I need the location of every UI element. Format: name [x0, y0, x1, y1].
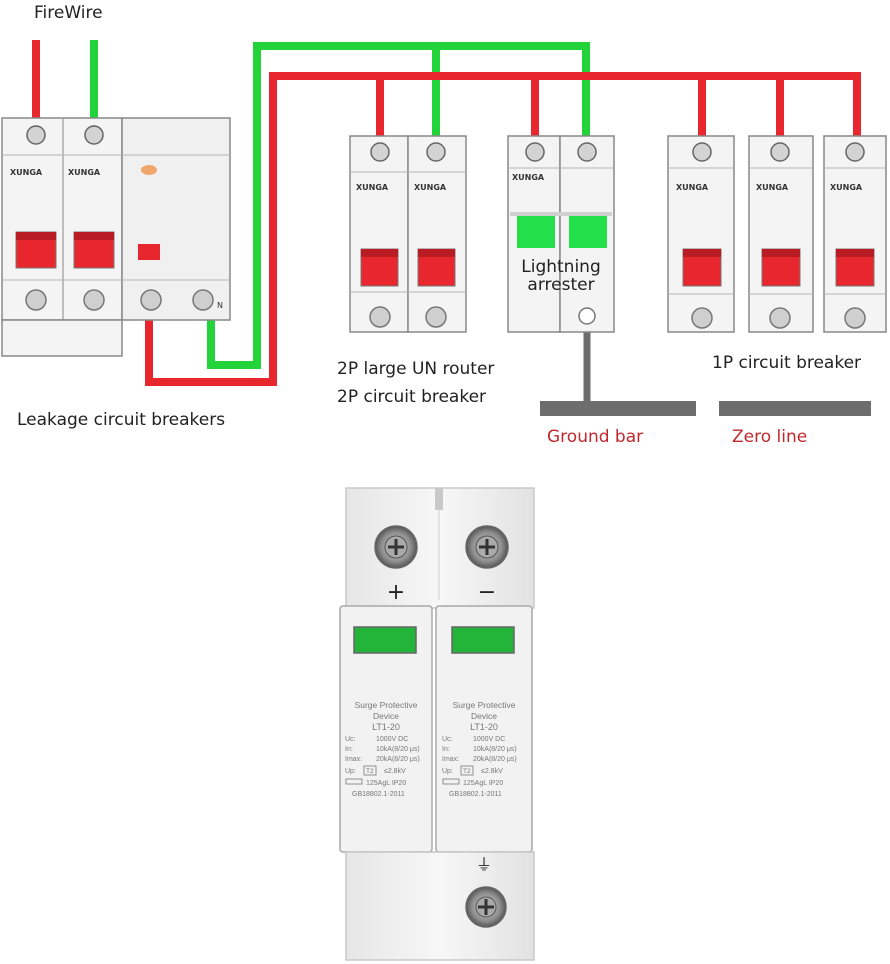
label-firewire: FireWire	[34, 3, 103, 23]
module-text: 20kA(8/20 μs)	[376, 756, 420, 763]
label-router-breaker-line1: 2P large UN router	[337, 359, 494, 379]
terminal-screw-icon	[25, 289, 47, 311]
status-window	[353, 626, 417, 654]
label-router-breaker-line2: 2P circuit breaker	[337, 387, 486, 407]
brand-logo: XUNGA	[676, 183, 709, 192]
module-text: Uc:	[345, 736, 356, 743]
2p-circuit-breaker: XUNGA XUNGA	[349, 135, 467, 333]
terminal-screw-icon	[426, 142, 446, 162]
module-label: Surge Protective Device LT1-20 Uc: 1000V…	[345, 700, 420, 798]
module-text: T2	[463, 768, 471, 775]
test-button-icon	[141, 165, 157, 175]
module-text: Imax:	[442, 756, 459, 763]
module-text: Surge Protective	[355, 700, 418, 710]
module-text: 20kA(8/20 μs)	[473, 756, 517, 763]
brand-logo: XUNGA	[414, 183, 447, 192]
module-text: LT1-20	[470, 722, 498, 732]
module-text: In:	[442, 746, 450, 753]
terminal-screw-icon	[770, 142, 790, 162]
module-text: 125AgL IP20	[366, 780, 406, 787]
brand-logo: XUNGA	[10, 168, 43, 177]
module-text: 1000V DC	[376, 736, 408, 743]
leakage-indicator	[138, 244, 160, 260]
neutral-mark: N	[217, 301, 223, 310]
module-text: In:	[345, 746, 353, 753]
module-text: Surge Protective	[453, 700, 516, 710]
terminal-screw-icon	[577, 142, 597, 162]
terminal-screw-icon	[140, 289, 162, 311]
plus-mark: +	[387, 580, 405, 605]
label-leakage-breakers: Leakage circuit breakers	[17, 410, 225, 430]
terminal-screw-icon	[26, 125, 46, 145]
module-text: ≤2.8kV	[481, 768, 503, 775]
label-ground-bar: Ground bar	[547, 427, 643, 447]
module-text: T2	[366, 768, 374, 775]
terminal-screw-icon	[844, 307, 866, 329]
label-1p-breaker: 1P circuit breaker	[712, 353, 861, 373]
terminal-screw-icon	[845, 142, 865, 162]
label-lightning-arrester-line1: Lightning	[521, 257, 601, 277]
module-text: GB18802.1-2011	[352, 791, 405, 798]
module-text: 10kA(8/20 μs)	[376, 746, 420, 753]
terminal-screw-icon	[84, 125, 104, 145]
terminal-screw-icon	[465, 886, 507, 928]
1p-circuit-breaker: XUNGA	[823, 135, 887, 333]
ground-terminal-icon	[578, 307, 596, 325]
module-text: Uc:	[442, 736, 453, 743]
leakage-circuit-breaker: XUNGA XUNGA N	[1, 117, 231, 357]
terminal-screw-icon	[465, 525, 509, 569]
1p-circuit-breaker: XUNGA	[748, 135, 814, 333]
module-text: LT1-20	[372, 722, 400, 732]
terminal-screw-icon	[83, 289, 105, 311]
module-text: ≤2.8kV	[384, 768, 406, 775]
status-window	[569, 216, 607, 248]
ground-symbol-icon: ⏚	[476, 855, 492, 874]
terminal-screw-icon	[370, 142, 390, 162]
surge-protective-device: + − Surge Protective Device LT1-20 Uc: 1…	[339, 487, 535, 961]
brand-logo: XUNGA	[830, 183, 863, 192]
terminal-screw-icon	[769, 307, 791, 329]
lightning-arrester: XUNGA	[507, 135, 615, 333]
module-label: Surge Protective Device LT1-20 Uc: 1000V…	[442, 700, 517, 798]
status-window	[451, 626, 515, 654]
zero-line-bar	[719, 401, 871, 416]
terminal-screw-icon	[691, 307, 713, 329]
minus-mark: −	[478, 580, 496, 605]
wires	[32, 40, 861, 402]
status-window	[517, 216, 555, 248]
module-text: Up:	[345, 768, 356, 775]
terminal-screw-icon	[192, 289, 214, 311]
label-zero-line: Zero line	[732, 427, 807, 447]
terminal-screw-icon	[369, 306, 391, 328]
module-text: 125AgL IP20	[463, 780, 503, 787]
neutral-wire	[90, 40, 590, 369]
brand-logo: XUNGA	[512, 173, 545, 182]
brand-logo: XUNGA	[68, 168, 101, 177]
module-text: 1000V DC	[473, 736, 505, 743]
module-text: Device	[373, 711, 399, 721]
terminal-screw-icon	[374, 525, 418, 569]
terminal-screw-icon	[425, 306, 447, 328]
module-text: 10kA(8/20 μs)	[473, 746, 517, 753]
module-text: Imax:	[345, 756, 362, 763]
diagram-labels: FireWire Leakage circuit breakers 2P lar…	[17, 3, 861, 447]
terminal-screw-icon	[525, 142, 545, 162]
ground-bar	[540, 401, 696, 416]
1p-circuit-breaker: XUNGA	[667, 135, 735, 333]
module-text: Device	[471, 711, 497, 721]
module-text: Up:	[442, 768, 453, 775]
brand-logo: XUNGA	[756, 183, 789, 192]
module-text: GB18802.1-2011	[449, 791, 502, 798]
terminal-screw-icon	[692, 142, 712, 162]
brand-logo: XUNGA	[356, 183, 389, 192]
1p-circuit-breakers: XUNGA XUNGA XUNGA	[667, 135, 887, 333]
label-lightning-arrester-line2: arrester	[527, 275, 594, 295]
